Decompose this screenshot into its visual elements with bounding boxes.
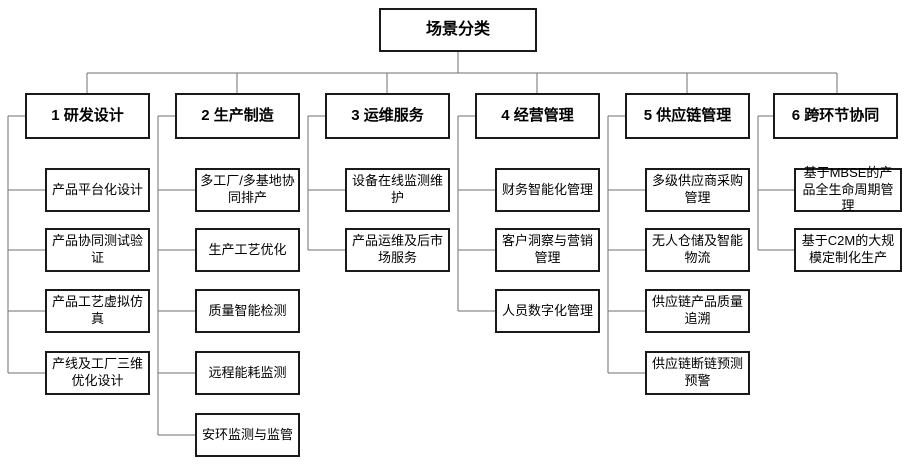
leaf-node: 人员数字化管理	[495, 289, 600, 333]
leaf-node: 质量智能检测	[195, 289, 300, 333]
leaf-node: 多工厂/多基地协同排产	[195, 168, 300, 212]
leaf-node: 无人仓储及智能物流	[645, 228, 750, 272]
leaf-node: 基于C2M的大规模定制化生产	[794, 228, 902, 272]
leaf-node: 产品运维及后市场服务	[345, 228, 450, 272]
leaf-node: 远程能耗监测	[195, 351, 300, 395]
leaf-node: 生产工艺优化	[195, 228, 300, 272]
category-header-cross-link-synergy: 6 跨环节协同	[773, 93, 898, 139]
leaf-node: 客户洞察与营销管理	[495, 228, 600, 272]
category-header-manufacturing: 2 生产制造	[175, 93, 300, 139]
leaf-node: 财务智能化管理	[495, 168, 600, 212]
leaf-node: 供应链产品质量追溯	[645, 289, 750, 333]
leaf-node: 产品工艺虚拟仿真	[45, 289, 150, 333]
leaf-node: 设备在线监测维护	[345, 168, 450, 212]
leaf-node: 供应链断链预测预警	[645, 351, 750, 395]
category-header-business-mgmt: 4 经营管理	[475, 93, 600, 139]
leaf-node: 产线及工厂三维优化设计	[45, 351, 150, 395]
leaf-node: 多级供应商采购管理	[645, 168, 750, 212]
root-node: 场景分类	[379, 8, 537, 52]
category-header-om-service: 3 运维服务	[325, 93, 450, 139]
leaf-node: 产品协同测试验证	[45, 228, 150, 272]
category-header-rd-design: 1 研发设计	[25, 93, 150, 139]
category-header-supply-chain: 5 供应链管理	[625, 93, 750, 139]
leaf-node: 安环监测与监管	[195, 413, 300, 457]
leaf-node: 基于MBSE的产品全生命周期管理	[794, 165, 902, 213]
leaf-node: 产品平台化设计	[45, 168, 150, 212]
